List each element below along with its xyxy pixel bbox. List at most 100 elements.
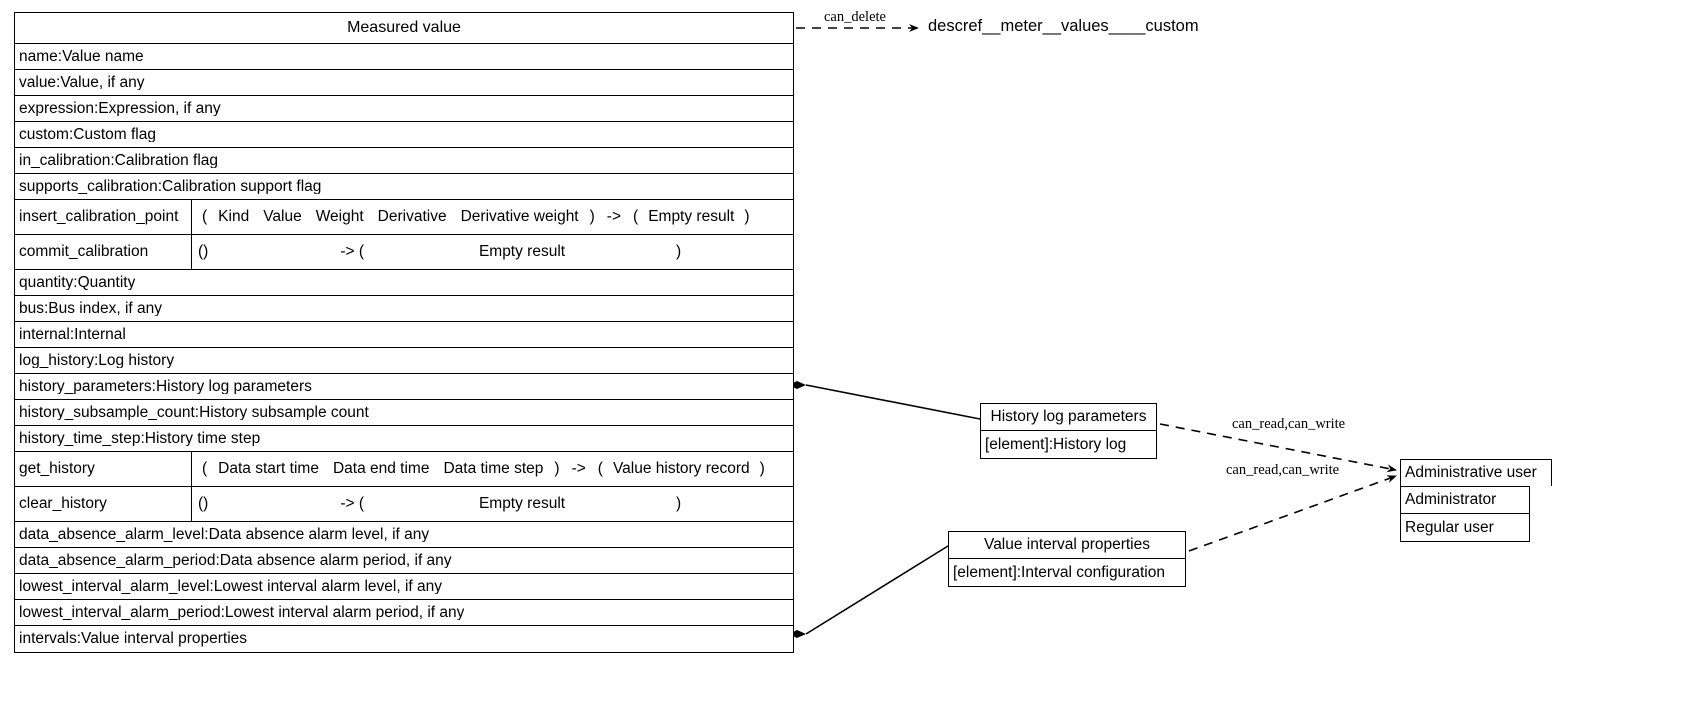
attribute-text: intervals:Value interval properties bbox=[19, 631, 248, 647]
attribute-row[interactable]: custom:Custom flag bbox=[15, 122, 793, 148]
attribute-row[interactable]: history_subsample_count:History subsampl… bbox=[15, 400, 793, 426]
method-row-insert-calibration-point[interactable]: insert_calibration_point ( Kind Value We… bbox=[15, 200, 793, 235]
attribute-text: history_subsample_count:History subsampl… bbox=[19, 404, 369, 421]
method-name: get_history bbox=[15, 452, 192, 486]
signature-arg: Kind bbox=[218, 208, 250, 226]
signature-return-open-paren: ( bbox=[633, 208, 639, 226]
signature-return-close-paren: ) bbox=[676, 495, 682, 513]
method-name: commit_calibration bbox=[15, 235, 192, 269]
edge-label-can-read-can-write-intervals: can_read,can_write bbox=[1226, 462, 1340, 478]
signature-return-close-paren: ) bbox=[759, 460, 765, 478]
signature-open-paren: () bbox=[198, 495, 209, 513]
signature-arrow: -> ( bbox=[340, 243, 365, 261]
signature-arg: Derivative bbox=[377, 208, 447, 226]
attribute-row[interactable]: supports_calibration:Calibration support… bbox=[15, 174, 793, 200]
edge-can-read-write-intervals bbox=[1188, 475, 1397, 552]
attribute-row[interactable]: value:Value, if any bbox=[15, 70, 793, 96]
attribute-row[interactable]: expression:Expression, if any bbox=[15, 96, 793, 122]
signature-arg: Data start time bbox=[218, 460, 319, 478]
signature-arg: Derivative weight bbox=[460, 208, 579, 226]
attribute-row[interactable]: data_absence_alarm_period:Data absence a… bbox=[15, 548, 793, 574]
attribute-text: [element]:History log bbox=[985, 435, 1127, 453]
attribute-row[interactable]: internal:Internal bbox=[15, 322, 793, 348]
class-title-text: History log parameters bbox=[990, 408, 1147, 426]
method-row-get-history[interactable]: get_history ( Data start time Data end t… bbox=[15, 452, 793, 487]
attribute-row[interactable]: quantity:Quantity bbox=[15, 270, 793, 296]
attribute-row[interactable]: [element]:History log bbox=[981, 431, 1156, 458]
method-signature: ( Kind Value Weight Derivative Derivativ… bbox=[192, 200, 793, 234]
method-name: clear_history bbox=[15, 487, 192, 521]
signature-return: Value history record bbox=[612, 460, 750, 478]
attribute-row-history-parameters[interactable]: history_parameters:History log parameter… bbox=[15, 374, 793, 400]
method-signature: () -> ( Empty result ) bbox=[192, 487, 793, 521]
attribute-text: lowest_interval_alarm_level:Lowest inter… bbox=[19, 578, 442, 595]
attribute-text: expression:Expression, if any bbox=[19, 100, 221, 117]
signature-args: Kind Value Weight Derivative Derivative … bbox=[211, 209, 585, 225]
signature-return-close-paren: ) bbox=[744, 208, 750, 226]
signature-open-paren: ( bbox=[202, 208, 208, 226]
attribute-row[interactable]: in_calibration:Calibration flag bbox=[15, 148, 793, 174]
attribute-row[interactable]: lowest_interval_alarm_period:Lowest inte… bbox=[15, 600, 793, 626]
signature-arrow: -> bbox=[606, 208, 622, 226]
signature-return: Empty result bbox=[648, 208, 735, 226]
attribute-text: value:Value, if any bbox=[19, 74, 145, 91]
attribute-row[interactable]: log_history:Log history bbox=[15, 348, 793, 374]
attribute-text: name:Value name bbox=[19, 48, 144, 65]
edge-intervals-composition bbox=[789, 545, 949, 638]
signature-open-paren: ( bbox=[202, 460, 208, 478]
enum-row-regular-user[interactable]: Regular user bbox=[1401, 512, 1553, 543]
method-row-commit-calibration[interactable]: commit_calibration () -> ( Empty result … bbox=[15, 235, 793, 270]
signature-return-close-paren: ) bbox=[676, 243, 682, 261]
attribute-text: log_history:Log history bbox=[19, 352, 175, 369]
signature-return: Empty result bbox=[478, 243, 566, 261]
signature-arg: Value bbox=[263, 208, 302, 226]
signature-arrow: -> ( bbox=[340, 495, 365, 513]
signature-open-paren: () bbox=[198, 243, 209, 261]
method-row-clear-history[interactable]: clear_history () -> ( Empty result ) bbox=[15, 487, 793, 522]
signature-arg: Data time step bbox=[443, 460, 544, 478]
signature-arg: Data end time bbox=[332, 460, 430, 478]
attribute-row[interactable]: history_time_step:History time step bbox=[15, 426, 793, 452]
class-node-administrative-user[interactable]: Administrative user Administrator Regula… bbox=[1400, 459, 1553, 543]
enum-row-administrator[interactable]: Administrator bbox=[1401, 485, 1553, 515]
attribute-row[interactable]: lowest_interval_alarm_level:Lowest inter… bbox=[15, 574, 793, 600]
class-node-value-interval-properties[interactable]: Value interval properties [element]:Inte… bbox=[948, 531, 1186, 587]
attribute-text: lowest_interval_alarm_period:Lowest inte… bbox=[19, 604, 465, 621]
edge-label-can-delete: can_delete bbox=[824, 9, 886, 25]
attribute-row[interactable]: data_absence_alarm_level:Data absence al… bbox=[15, 522, 793, 548]
attribute-row[interactable]: [element]:Interval configuration bbox=[949, 559, 1185, 586]
signature-arg: Weight bbox=[315, 208, 364, 226]
class-title-text: Measured value bbox=[347, 19, 461, 36]
class-title-history-log-parameters: History log parameters bbox=[981, 404, 1156, 431]
signature-close-paren: ) bbox=[554, 460, 560, 478]
attribute-row-intervals[interactable]: intervals:Value interval properties bbox=[15, 626, 793, 652]
attribute-text: in_calibration:Calibration flag bbox=[19, 152, 219, 169]
class-node-history-log-parameters[interactable]: History log parameters [element]:History… bbox=[980, 403, 1157, 459]
attribute-text: [element]:Interval configuration bbox=[953, 563, 1165, 581]
enum-text: Administrator bbox=[1405, 491, 1497, 509]
signature-close-paren: ) bbox=[589, 208, 595, 226]
signature-args: Data start time Data end time Data time … bbox=[211, 461, 550, 477]
method-name: insert_calibration_point bbox=[15, 200, 192, 234]
edge-history-parameters-composition bbox=[789, 381, 981, 420]
enum-text: Regular user bbox=[1405, 518, 1494, 536]
class-title-administrative-user: Administrative user bbox=[1401, 460, 1551, 487]
class-title-measured-value: Measured value bbox=[15, 13, 793, 44]
attribute-row[interactable]: bus:Bus index, if any bbox=[15, 296, 793, 322]
signature-return: Empty result bbox=[478, 495, 566, 513]
signature-return-open-paren: ( bbox=[597, 460, 603, 478]
class-title-text: Administrative user bbox=[1405, 464, 1537, 482]
attribute-text: custom:Custom flag bbox=[19, 126, 156, 143]
attribute-row[interactable]: name:Value name bbox=[15, 44, 793, 70]
attribute-text: bus:Bus index, if any bbox=[19, 300, 163, 317]
attribute-text: internal:Internal bbox=[19, 326, 126, 343]
class-node-measured-value[interactable]: Measured value name:Value name value:Val… bbox=[14, 12, 794, 653]
method-signature: ( Data start time Data end time Data tim… bbox=[192, 452, 793, 486]
method-signature: () -> ( Empty result ) bbox=[192, 235, 793, 269]
attribute-text: supports_calibration:Calibration support… bbox=[19, 178, 322, 195]
attribute-text: quantity:Quantity bbox=[19, 274, 136, 291]
attribute-text: history_time_step:History time step bbox=[19, 430, 261, 447]
class-title-text: Value interval properties bbox=[984, 536, 1150, 554]
attribute-text: history_parameters:History log parameter… bbox=[19, 378, 312, 395]
